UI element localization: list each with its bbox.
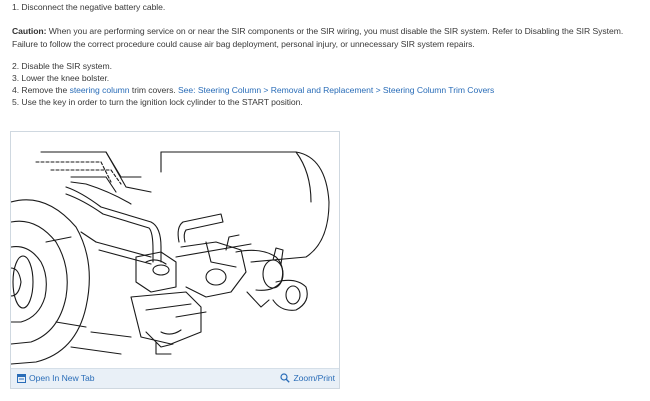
step-3: 3. Lower the knee bolster. <box>12 73 109 83</box>
caution-label: Caution: <box>12 26 47 36</box>
step-number: 2. <box>12 61 20 71</box>
open-in-new-tab-button[interactable]: Open In New Tab <box>17 373 95 383</box>
step-1: 1. Disconnect the negative battery cable… <box>12 2 165 12</box>
caution-note: Caution: When you are performing service… <box>12 25 642 51</box>
illustration-panel: Open In New Tab Zoom/Print <box>10 131 340 389</box>
step-text: Disconnect the negative battery cable. <box>21 2 166 12</box>
step-2: 2. Disable the SIR system. <box>12 61 112 71</box>
step-number: 4. <box>12 85 20 95</box>
step-number: 1. <box>12 2 20 12</box>
step-text: Use the key in order to turn the ignitio… <box>21 97 303 107</box>
steering-column-link[interactable]: steering column <box>69 85 130 95</box>
step-text: trim covers. <box>129 85 178 95</box>
zoom-print-label: Zoom/Print <box>293 373 335 383</box>
see-trim-covers-link[interactable]: See: Steering Column > Removal and Repla… <box>178 85 495 95</box>
magnifier-icon <box>280 373 291 383</box>
zoom-print-button[interactable]: Zoom/Print <box>280 373 335 383</box>
caution-text: When you are performing service on or ne… <box>12 26 624 49</box>
ignition-lock-cylinder-illustration <box>11 151 330 365</box>
step-text: Remove the <box>21 85 70 95</box>
open-in-new-tab-icon <box>17 374 26 383</box>
step-number: 3. <box>12 73 20 83</box>
step-number: 5. <box>12 97 20 107</box>
step-text: Lower the knee bolster. <box>21 73 110 83</box>
step-5: 5. Use the key in order to turn the igni… <box>12 97 303 107</box>
figure-toolbar: Open In New Tab Zoom/Print <box>11 368 339 388</box>
step-text: Disable the SIR system. <box>21 61 112 71</box>
step-4: 4. Remove the steering column trim cover… <box>12 85 494 95</box>
open-in-new-tab-label: Open In New Tab <box>29 373 95 383</box>
